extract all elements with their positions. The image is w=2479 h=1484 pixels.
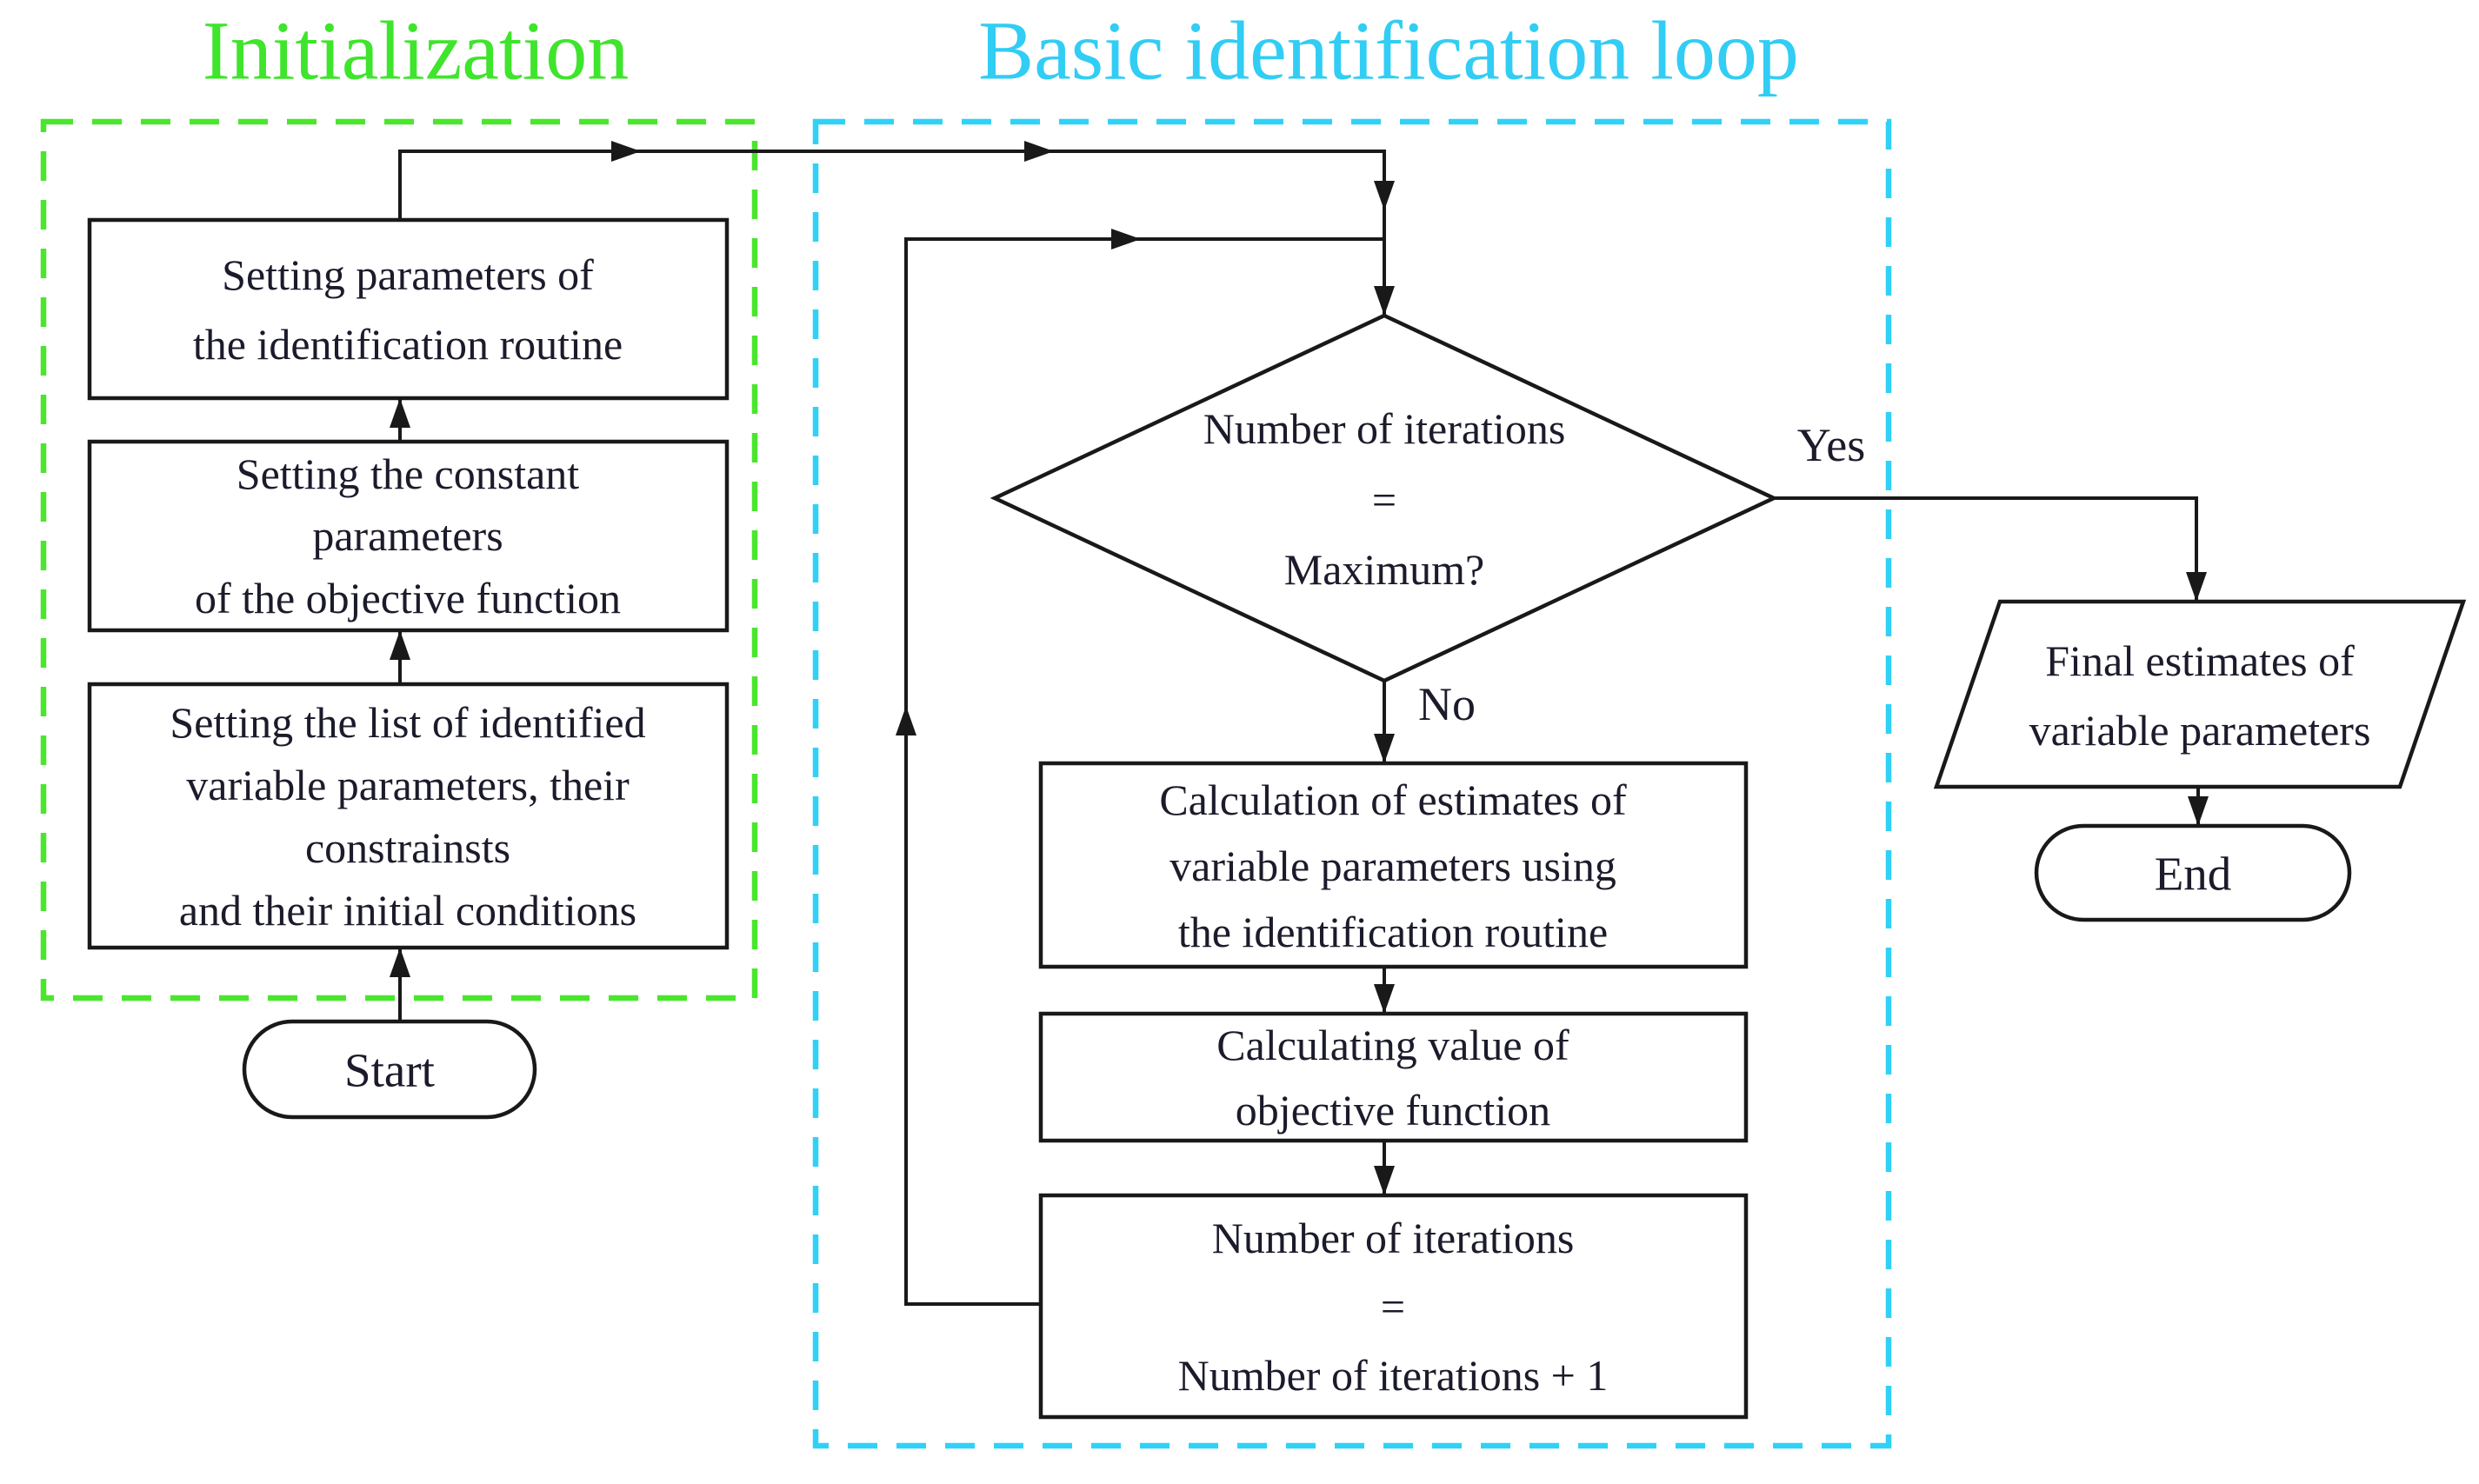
process-box — [87, 439, 730, 633]
process-box — [87, 217, 730, 401]
edge-init-to-diamond — [398, 150, 1386, 316]
node-text-line: the identification routine — [1178, 908, 1608, 956]
arrowhead-down-into-junction — [1374, 181, 1395, 210]
node-final-estimates: Final estimates of variable parameters — [1933, 599, 2467, 789]
process-box — [87, 682, 730, 950]
arrowhead-down-into-increment-box — [1374, 1166, 1395, 1195]
node-text-line: variable parameters, their — [186, 761, 630, 809]
node-text-line: Setting the constant — [237, 449, 579, 498]
node-text-line: Number of iterations + 1 — [1178, 1351, 1609, 1400]
node-text-line: Setting the list of identified — [170, 698, 645, 747]
node-iteration-check: Number of iterations = Maximum? — [990, 313, 1779, 683]
node-text-line: variable parameters using — [1170, 842, 1616, 890]
arrowhead-up-into-routine-box — [390, 398, 410, 428]
arrowhead-down-into-estimates-box — [1374, 734, 1395, 763]
terminator-box — [242, 1019, 537, 1120]
process-box — [1038, 761, 1749, 969]
node-text-line: Calculating value of — [1216, 1021, 1569, 1069]
node-text-line: Number of iterations — [1212, 1214, 1575, 1262]
node-text-line: Calculation of estimates of — [1159, 775, 1627, 824]
section-initialization: Initialization — [40, 4, 758, 1002]
node-text-line: Final estimates of — [2045, 636, 2355, 685]
node-set-routine-params: Setting parameters of the identification… — [87, 217, 730, 401]
no-label: No — [1418, 678, 1476, 730]
node-calc-objective-value: Calculating value of objective function — [1038, 1011, 1749, 1143]
process-box — [1038, 1193, 1749, 1420]
node-text-line: Number of iterations — [1203, 404, 1566, 453]
node-text-line: End — [2155, 848, 2232, 901]
connectors — [390, 141, 2209, 1306]
arrowhead-down-into-diamond — [1374, 286, 1395, 316]
section-basic-identification-loop: Basic identification loop — [812, 4, 1892, 1449]
initialization-region-border — [40, 118, 758, 1002]
edge-yes-branch — [1774, 496, 2198, 602]
node-increment-iterations: Number of iterations = Number of iterati… — [1038, 1193, 1749, 1420]
node-text-line: Setting parameters of — [222, 250, 594, 299]
node-text-line: of the objective function — [195, 574, 621, 622]
node-set-constant-params: Setting the constant parameters of the o… — [87, 439, 730, 633]
process-box — [1038, 1011, 1749, 1143]
node-end: End — [2034, 823, 2352, 922]
arrowhead-right-loop-return — [1111, 229, 1141, 250]
arrowhead-down-into-objective-box — [1374, 984, 1395, 1014]
arrowhead-down-into-end — [2188, 796, 2209, 826]
node-text-line: objective function — [1236, 1086, 1550, 1135]
node-text-line: and their initial conditions — [179, 886, 636, 935]
node-text-line: = — [1381, 1282, 1405, 1331]
node-text-line: the identification routine — [193, 320, 623, 369]
node-text-line: variable parameters — [2029, 706, 2371, 755]
data-parallelogram — [1933, 599, 2467, 789]
loop-region-border — [812, 118, 1892, 1449]
terminator-box — [2034, 823, 2352, 922]
node-text-line: constrainsts — [305, 823, 510, 872]
node-calc-estimates: Calculation of estimates of variable par… — [1038, 761, 1749, 969]
node-start: Start — [242, 1019, 537, 1120]
arrowhead-right-top-line-1 — [611, 141, 641, 162]
loop-title: Basic identification loop — [978, 4, 1799, 97]
node-text-line: Maximum? — [1284, 545, 1485, 594]
yes-label: Yes — [1797, 419, 1866, 471]
arrowhead-right-top-line-2 — [1024, 141, 1054, 162]
node-set-variable-list: Setting the list of identified variable … — [87, 682, 730, 950]
node-text-line: = — [1372, 476, 1396, 524]
initialization-title: Initialization — [203, 4, 630, 97]
node-text-line: parameters — [312, 511, 503, 560]
arrowhead-up-loop-return — [896, 706, 916, 735]
node-text-line: Start — [344, 1044, 435, 1097]
arrowhead-up-into-list-box — [390, 948, 410, 977]
decision-diamond — [990, 313, 1779, 683]
arrowhead-down-into-final-estimates — [2186, 572, 2207, 602]
edge-loop-return — [904, 237, 1384, 1306]
arrowhead-up-into-constant-box — [390, 630, 410, 660]
